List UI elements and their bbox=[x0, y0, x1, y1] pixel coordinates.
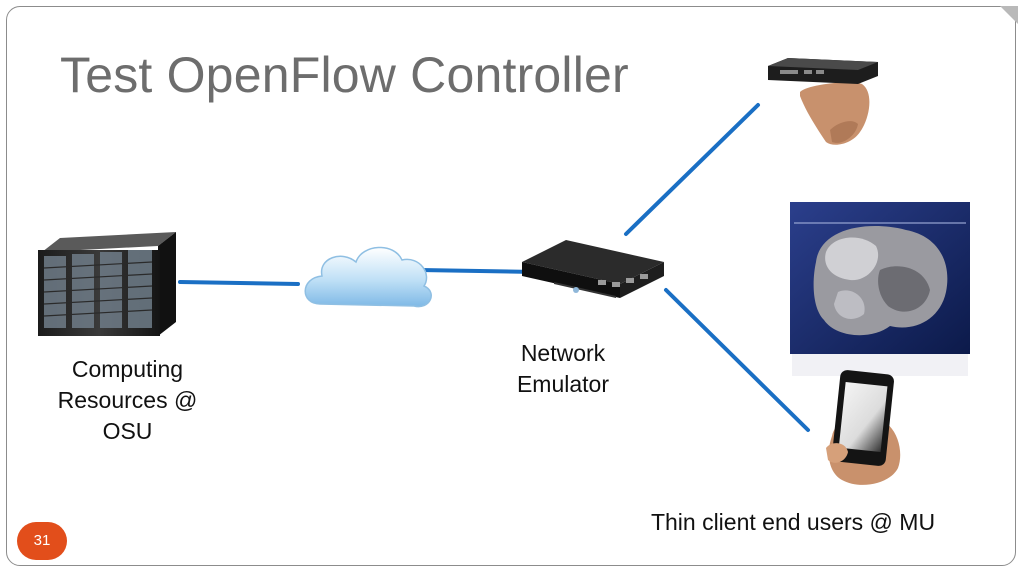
link-cloud-to-emulator bbox=[418, 268, 538, 274]
slide-title: Test OpenFlow Controller bbox=[60, 47, 629, 103]
page-number-badge: 31 bbox=[17, 522, 67, 560]
computing-label-line-2: Resources @ bbox=[57, 387, 198, 413]
network-links bbox=[178, 103, 810, 432]
computing-label-line-3: OSU bbox=[102, 418, 153, 444]
thin-client-box-icon bbox=[768, 58, 878, 145]
link-emulator-to-thin-client bbox=[624, 103, 760, 236]
computing-label-line-1: Computing bbox=[71, 356, 184, 382]
cloud-icon bbox=[304, 246, 432, 308]
emulator-label-line-2: Emulator bbox=[516, 371, 610, 397]
smartphone-icon bbox=[826, 370, 901, 485]
computing-resources-label: Computing Resources @ OSU bbox=[40, 354, 215, 447]
network-emulator-device-icon bbox=[522, 240, 664, 298]
emulator-label-line-1: Network bbox=[520, 340, 606, 366]
link-emulator-to-smartphone bbox=[664, 288, 810, 432]
thin-client-users-label: Thin client end users @ MU bbox=[650, 509, 936, 535]
slide-corner-fold bbox=[1000, 6, 1018, 24]
server-rack-icon bbox=[38, 232, 176, 336]
medical-visualization-icon bbox=[790, 202, 970, 376]
link-servers-to-cloud bbox=[178, 280, 300, 286]
network-emulator-label: Network Emulator bbox=[492, 338, 634, 400]
